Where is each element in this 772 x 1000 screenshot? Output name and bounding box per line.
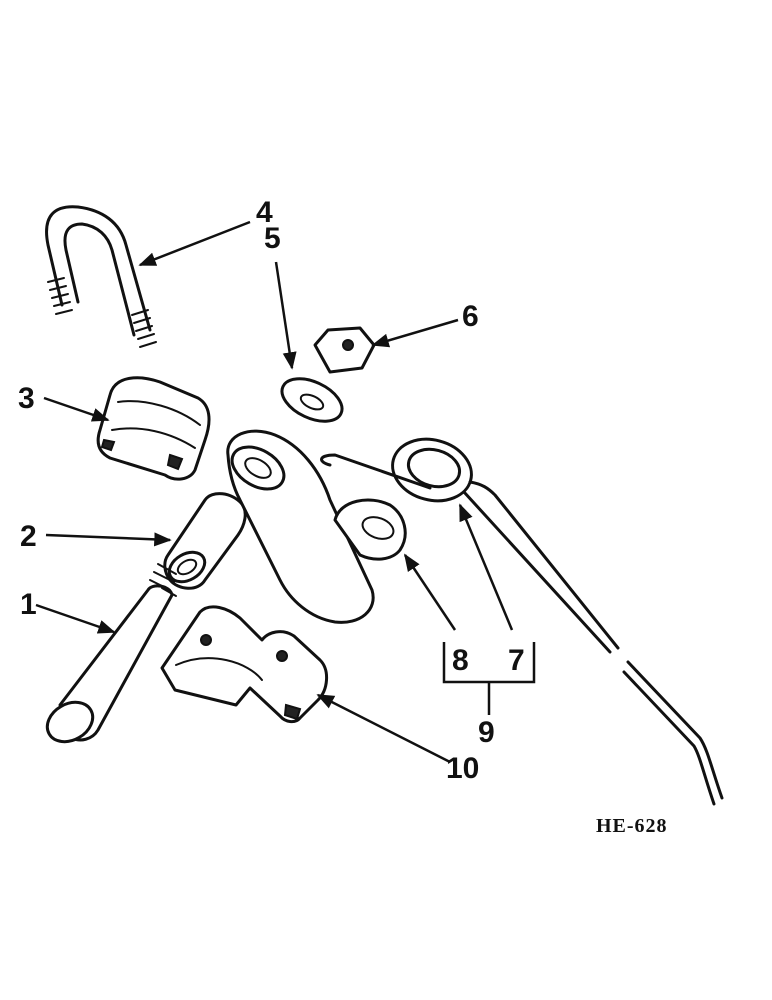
- callout-leaders: [35, 220, 536, 764]
- figure-reference-code: HE-628: [596, 815, 668, 837]
- bolt-part: [45, 563, 177, 744]
- callout-8: 8: [452, 644, 469, 677]
- callout-2: 2: [20, 520, 37, 553]
- bushing-part: [163, 492, 247, 590]
- lower-clamp-part: [160, 605, 328, 724]
- upper-clamp-part: [96, 376, 211, 481]
- callout-4: 4: [256, 196, 273, 229]
- spring-tine-part: [320, 437, 724, 806]
- callout-7: 7: [508, 644, 525, 677]
- callout-3: 3: [18, 382, 35, 415]
- washer-part: [280, 377, 344, 423]
- callout-9: 9: [478, 716, 495, 749]
- u-bolt-part: [45, 205, 157, 348]
- arm-bracket-part: [226, 429, 407, 624]
- callout-10: 10: [446, 752, 479, 785]
- callout-1: 1: [20, 588, 37, 621]
- callout-6: 6: [462, 300, 479, 333]
- nut-part: [313, 326, 376, 374]
- callout-5: 5: [264, 222, 281, 255]
